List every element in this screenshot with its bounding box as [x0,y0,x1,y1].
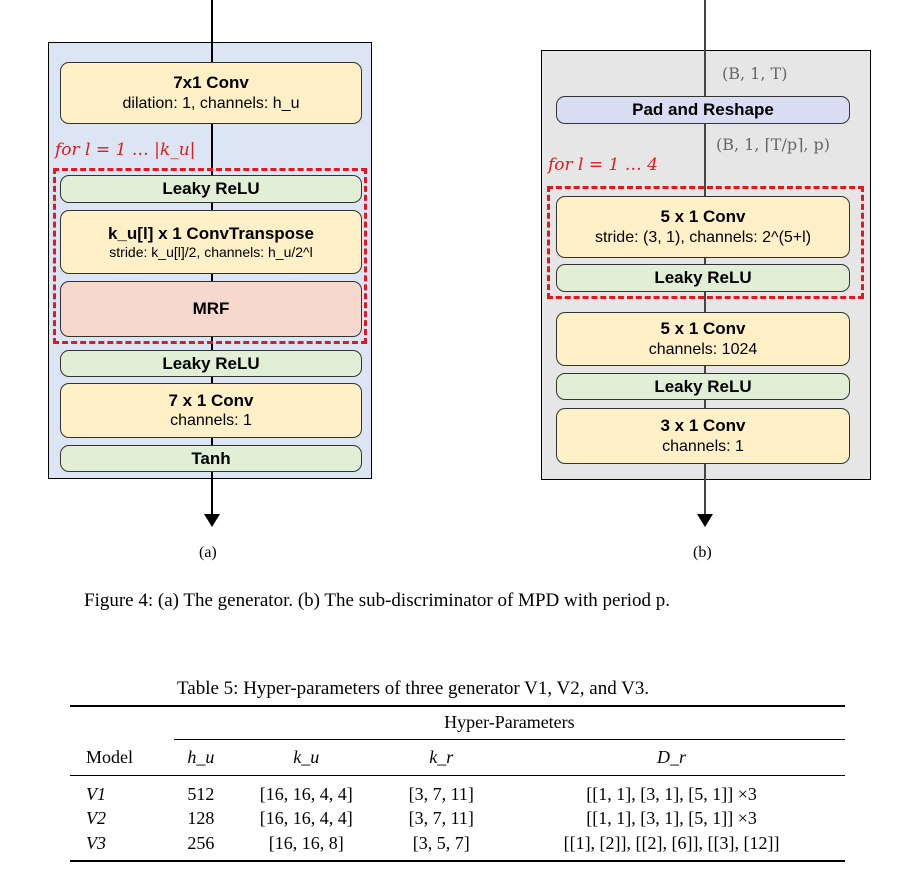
table-cell-ku: [16, 16, 8] [268,832,344,853]
disc-conv-loop-detail: stride: (3, 1), channels: 2^(5+l) [594,228,812,246]
table-cell-kr: [3, 7, 11] [408,783,474,804]
gen-conv-in-title: 7x1 Conv [173,73,249,93]
disc-relu-1-block: Leaky ReLU [556,264,850,292]
gen-tanh-block: Tanh [60,445,362,472]
table-cell-dr: [[1, 1], [3, 1], [5, 1]] ×3 [586,807,757,828]
disc-conv-out-detail: channels: 1 [662,437,744,455]
table-cell-model: V1 [86,783,106,804]
table-cell-ku: [16, 16, 4, 4] [259,807,353,828]
table-col-dr: D_r [657,746,687,767]
disc-relu-1-label: Leaky ReLU [654,268,752,288]
disc-conv-loop-title: 5 x 1 Conv [660,207,746,227]
gen-relu-2-label: Leaky ReLU [162,353,260,373]
table-cell-dr: [[1, 1], [3, 1], [5, 1]] ×3 [586,783,757,804]
table-col-ku: k_u [293,746,320,767]
disc-loop-label: for l = 1 … 4 [548,155,658,175]
gen-convtranspose-title: k_u[l] x 1 ConvTranspose [108,223,314,243]
gen-conv-in-detail: dilation: 1, channels: h_u [122,94,300,112]
disc-output-arrow [697,514,713,527]
table-col-kr: k_r [429,746,454,767]
gen-relu-1-label: Leaky ReLU [162,179,260,199]
table-cell-hu: 512 [187,783,215,804]
table-group-header: Hyper-Parameters [173,706,845,740]
hyperparameter-table: Hyper-Parameters Model h_u k_u k_r D_r V… [70,705,845,862]
table-cell-ku: [16, 16, 4, 4] [259,783,353,804]
gen-convtranspose-block: k_u[l] x 1 ConvTranspose stride: k_u[l]/… [60,210,362,274]
disc-conv-loop-block: 5 x 1 Conv stride: (3, 1), channels: 2^(… [556,196,850,258]
table-cell-dr: [[1], [2]], [[2], [6]], [[3], [12]] [563,832,780,853]
disc-relu-2-block: Leaky ReLU [556,373,850,400]
table-cell-hu: 256 [187,832,215,853]
disc-conv-1024-title: 5 x 1 Conv [660,319,746,339]
disc-loop-box [547,186,864,299]
gen-relu-2-block: Leaky ReLU [60,350,362,377]
gen-mrf-block: MRF [60,281,362,337]
disc-conv-1024-block: 5 x 1 Conv channels: 1024 [556,312,850,366]
gen-mrf-label: MRF [192,299,230,319]
disc-conv-out-title: 3 x 1 Conv [660,416,746,436]
generator-output-arrow [204,514,220,527]
table-col-model: Model [86,746,133,767]
gen-relu-1-block: Leaky ReLU [60,175,362,203]
figure-caption: Figure 4: (a) The generator. (b) The sub… [84,590,671,611]
disc-sublabel: (b) [693,544,712,561]
gen-conv-out-block: 7 x 1 Conv channels: 1 [60,383,362,438]
disc-shape-in: (B, 1, T) [722,64,788,83]
disc-flow-line [704,0,706,520]
disc-relu-2-label: Leaky ReLU [654,376,752,396]
gen-conv-out-title: 7 x 1 Conv [168,390,254,410]
table-caption: Table 5: Hyper-parameters of three gener… [177,678,650,699]
disc-pad-reshape-label: Pad and Reshape [632,100,774,120]
disc-conv-1024-detail: channels: 1024 [648,340,758,358]
gen-tanh-label: Tanh [191,448,231,468]
table-cell-model: V3 [86,832,106,853]
table-col-hu: h_u [187,746,215,767]
disc-shape-mid: (B, 1, ⌈T/p⌉, p) [716,135,830,154]
table-cell-kr: [3, 7, 11] [408,807,474,828]
gen-sublabel: (a) [199,544,217,561]
disc-pad-reshape-block: Pad and Reshape [556,96,850,124]
table-cell-model: V2 [86,807,106,828]
table-row: V2 128 [16, 16, 4, 4] [3, 7, 11] [[1, 1]… [70,806,845,830]
gen-conv-out-detail: channels: 1 [170,412,252,430]
table-cell-kr: [3, 5, 7] [412,832,470,853]
table-row: V3 256 [16, 16, 8] [3, 5, 7] [[1], [2]],… [70,830,845,861]
table-cell-hu: 128 [187,807,215,828]
gen-loop-box [53,168,367,344]
table-row: V1 512 [16, 16, 4, 4] [3, 7, 11] [[1, 1]… [70,776,845,807]
gen-convtranspose-detail: stride: k_u[l]/2, channels: h_u/2^l [109,243,313,260]
gen-conv-in-block: 7x1 Conv dilation: 1, channels: h_u [60,62,362,124]
gen-loop-label: for l = 1 … |k_u| [55,140,196,160]
disc-conv-out-block: 3 x 1 Conv channels: 1 [556,408,850,464]
